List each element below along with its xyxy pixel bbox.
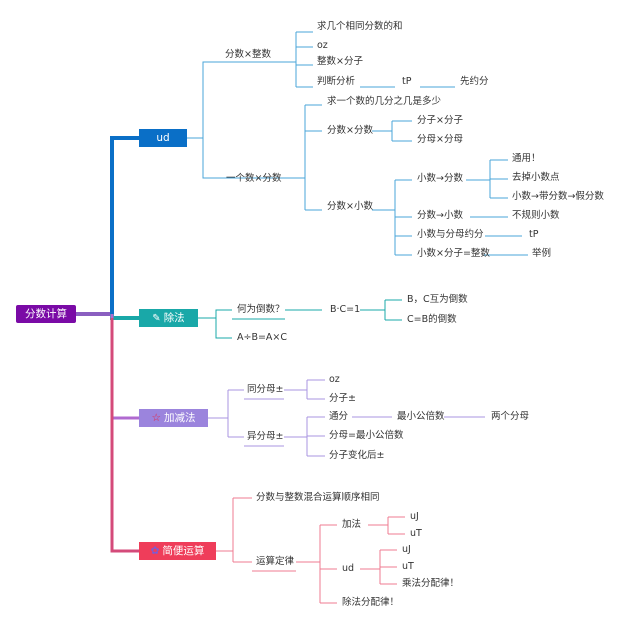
one-num-label: 一个数×分数 (226, 173, 282, 184)
branch-division[interactable]: ✎除法 (139, 309, 198, 327)
root-node[interactable]: 分数计算 (16, 305, 76, 323)
branch-multiplication-label: ud (156, 132, 170, 144)
xf-item-1: 通用！ (512, 153, 541, 164)
star-icon: ☆ (151, 412, 161, 424)
xf-item-2: 去掉小数点 (512, 172, 560, 183)
order-note: 分数与整数混合运算顺序相同 (256, 492, 380, 503)
judge-mid: tP (402, 76, 412, 87)
branch-division-label: 除法 (163, 312, 185, 324)
ud-item-3: 乘法分配律！ (402, 578, 460, 589)
frac-int-item-1: 求几个相同分数的和 (317, 21, 403, 32)
frac-int-label: 分数×整数 (225, 49, 271, 60)
fd-label: 分数×小数 (327, 201, 373, 212)
fd-row-2-note: tP (529, 229, 539, 240)
reciprocal-item-1: B，C互为倒数 (407, 294, 468, 305)
fd-row-1: 分数→小数 (417, 210, 463, 221)
ud-item-1: uJ (402, 544, 411, 555)
ud-item-2: uT (402, 561, 414, 572)
chu-label: 除法分配律！ (342, 597, 400, 608)
xf-item-3: 小数→带分数→假分数 (512, 191, 604, 202)
fd-row-2: 小数与分母约分 (417, 229, 484, 240)
division-rule: A÷B=A×C (237, 332, 288, 343)
reciprocal-question: 何为倒数？ (237, 304, 285, 315)
judge-end: 先约分 (460, 76, 489, 87)
same-denom-label: 同分母± (247, 384, 284, 395)
ff-item-2: 分母×分母 (417, 134, 463, 145)
one-num-intro: 求一个数的几分之几是多少 (327, 96, 442, 107)
frac-int-item-2: oz (317, 40, 328, 51)
xf-label: 小数→分数 (417, 173, 463, 184)
diff-denom-item-2: 分子变化后± (329, 450, 385, 461)
branch-simplification[interactable]: ✿简便运算 (139, 542, 216, 560)
laws-label: 运算定律 (256, 556, 295, 567)
root-label: 分数计算 (25, 308, 67, 320)
diff-denom-item-1: 分母=最小公倍数 (329, 430, 404, 441)
tongfen-label: 通分 (329, 411, 349, 422)
jia-label: 加法 (342, 519, 362, 530)
fd-row-3: 小数×分子=整数 (417, 248, 490, 259)
branch-simplification-label: 简便运算 (162, 545, 205, 557)
tongfen-end: 两个分母 (491, 411, 530, 422)
tools-icon: ✎ (152, 313, 161, 324)
branch-addsub[interactable]: ☆加减法 (139, 409, 208, 427)
fd-row-3-note: 举例 (532, 248, 552, 259)
diff-denom-label: 异分母± (247, 431, 284, 442)
fd-row-1-note: 不规则小数 (512, 210, 560, 221)
flower-icon: ✿ (150, 545, 160, 557)
tongfen-mid: 最小公倍数 (397, 411, 445, 422)
ff-item-1: 分子×分子 (417, 115, 463, 126)
frac-int-item-3: 整数×分子 (317, 56, 363, 67)
jia-item-2: uT (410, 528, 422, 539)
jia-item-1: uJ (410, 511, 419, 522)
same-denom-item-1: oz (329, 374, 340, 385)
branch-addsub-label: 加减法 (163, 412, 196, 424)
reciprocal-mid: B·C=1 (330, 304, 361, 315)
ff-label: 分数×分数 (327, 125, 373, 136)
branch-multiplication[interactable]: ud (139, 129, 187, 147)
reciprocal-item-2: C=B的倒数 (407, 314, 457, 325)
same-denom-item-2: 分子± (329, 393, 356, 404)
frac-int-item-4: 判断分析 (317, 76, 356, 87)
ud-label: ud (342, 563, 355, 574)
